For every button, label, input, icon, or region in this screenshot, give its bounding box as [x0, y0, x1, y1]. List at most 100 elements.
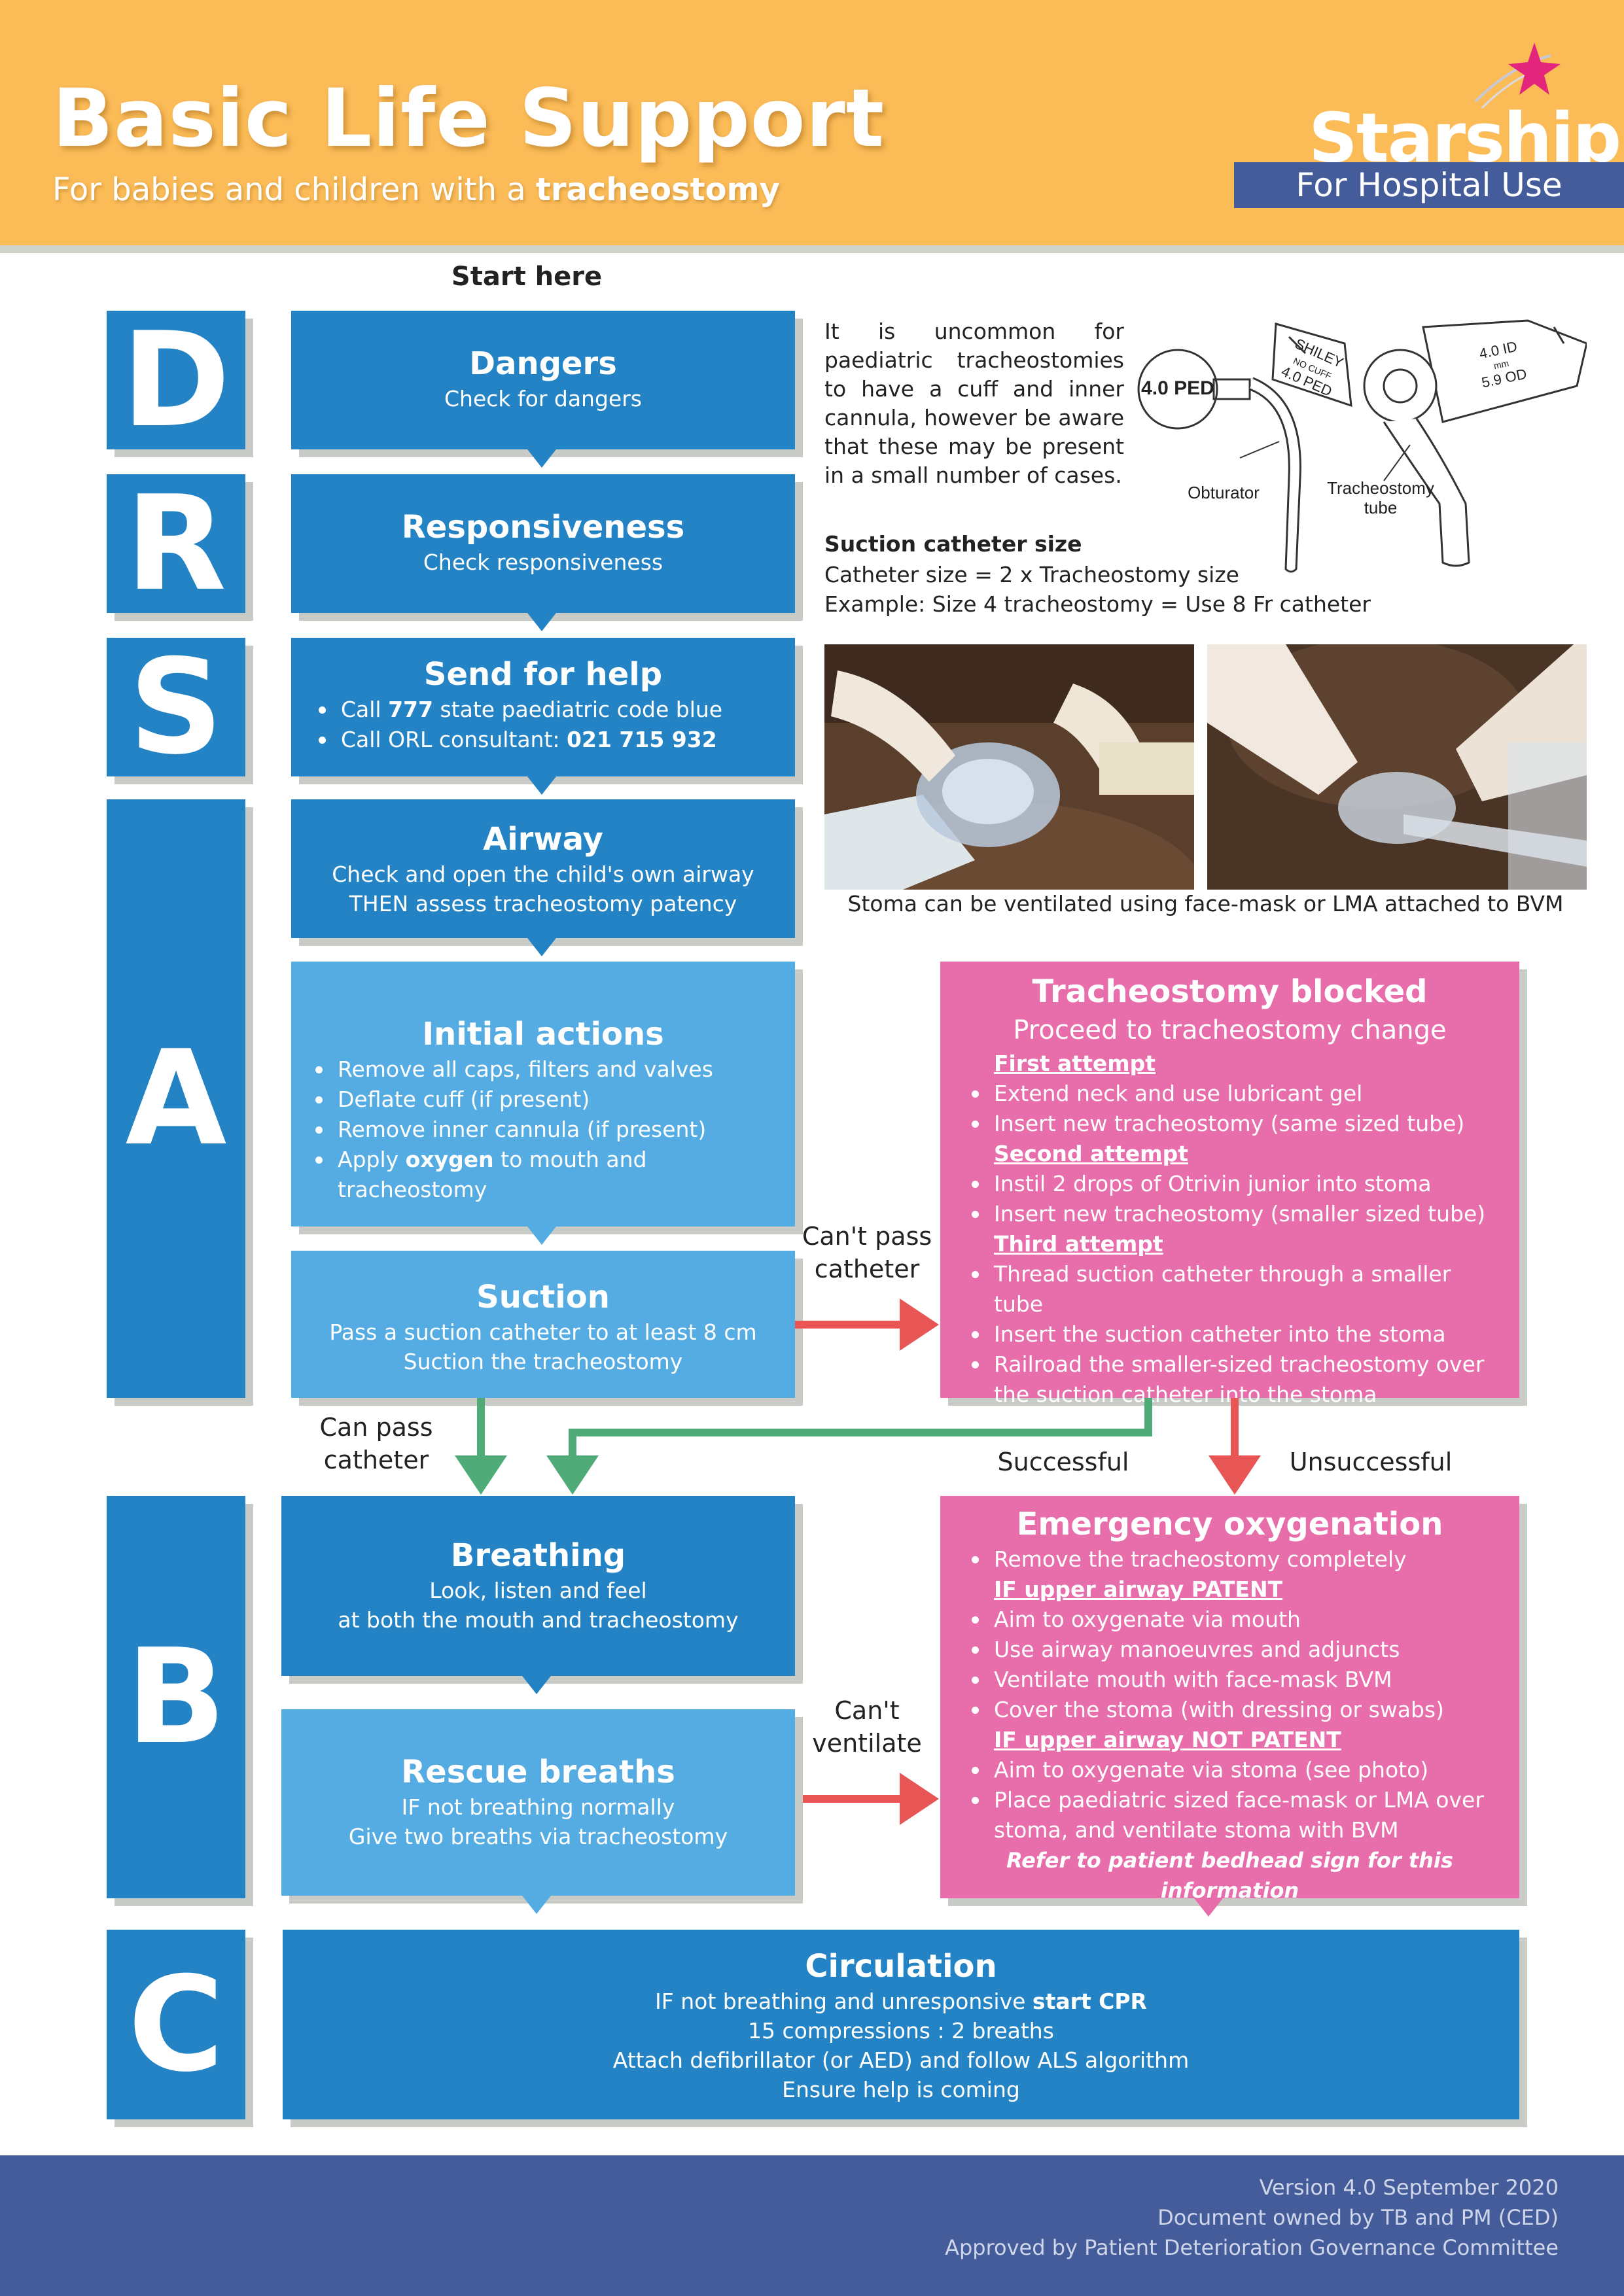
dangers-title: Dangers [469, 345, 617, 382]
footer-version: Version 4.0 September 2020 [1259, 2175, 1559, 2200]
send-help-title: Send for help [423, 656, 663, 693]
successful-arrowhead [546, 1455, 599, 1495]
unsuccessful-label: Unsuccessful [1289, 1448, 1453, 1476]
cant-pass-arrowhead [900, 1298, 939, 1351]
cuff-note: It is uncommon for paediatric tracheosto… [824, 319, 1124, 488]
airway-box: Airway Check and open the child's own ai… [291, 799, 795, 938]
letter-s: S [107, 631, 245, 784]
header-divider [0, 245, 1624, 253]
third-attempt-label: Third attempt [994, 1231, 1163, 1257]
third-attempt-item: Insert the suction catheter into the sto… [964, 1319, 1506, 1349]
circulation-text: IF not breathing and unresponsive start … [655, 1989, 1147, 2014]
emergency-item: Remove the tracheostomy completely [964, 1544, 1506, 1574]
breathing-pointer [522, 1676, 551, 1694]
suction-title: Suction [476, 1279, 610, 1315]
tube-label-line2: tube [1364, 498, 1398, 517]
flange-right [1422, 319, 1587, 423]
circulation-text: Ensure help is coming [782, 2077, 1020, 2102]
suction-text: Pass a suction catheter to at least 8 cm [329, 1319, 757, 1345]
breathing-box: Breathing Look, listen and feel at both … [281, 1496, 795, 1676]
emergency-oxygenation-box: Emergency oxygenation Remove the tracheo… [940, 1496, 1519, 1903]
initial-actions-pointer [527, 1226, 556, 1245]
successful-label: Successful [997, 1448, 1129, 1476]
unsuccessful-arrowhead [1209, 1455, 1261, 1495]
obturator-label: Obturator [1188, 483, 1260, 502]
start-label: Start here [451, 262, 603, 292]
breathing-text: Look, listen and feel [429, 1578, 647, 1603]
rescue-breaths-text: Give two breaths via tracheostomy [348, 1824, 728, 1849]
rescue-breaths-text: IF not breathing normally [401, 1794, 675, 1820]
obturator-cap [1137, 349, 1218, 430]
responsiveness-title: Responsiveness [401, 509, 685, 546]
suction-size-heading: Suction catheter size [824, 531, 1082, 557]
patent-label: IF upper airway PATENT [994, 1576, 1283, 1602]
logo-band: For Hospital Use [1234, 162, 1624, 208]
airway-title: Airway [483, 821, 603, 858]
facemask-photo [824, 644, 1194, 890]
footer-bar [0, 2155, 1624, 2296]
dangers-text: Check for dangers [444, 386, 642, 411]
rescue-breaths-box: Rescue breaths IF not breathing normally… [281, 1709, 795, 1896]
not-patent-item: Place paediatric sized face-mask or LMA … [964, 1785, 1506, 1845]
third-attempt-item: Railroad the smaller-sized tracheostomy … [964, 1349, 1506, 1410]
airway-pointer [527, 938, 556, 956]
initial-actions-box: Initial actions Remove all caps, filters… [291, 962, 795, 1226]
tube-leader [1383, 444, 1411, 481]
tracheostomy-blocked-title: Tracheostomy blocked [1032, 973, 1428, 1010]
lma-photo [1207, 644, 1587, 890]
letter-d: D [107, 304, 245, 457]
circulation-title: Circulation [805, 1948, 997, 1985]
tube-shaft [1383, 418, 1470, 567]
responsiveness-text: Check responsiveness [423, 549, 663, 575]
second-attempt-item: Instil 2 drops of Otrivin junior into st… [964, 1169, 1506, 1199]
obturator-leader [1239, 441, 1280, 459]
footer-approval: Approved by Patient Deterioration Govern… [945, 2235, 1559, 2260]
responsiveness-box: Responsiveness Check responsiveness [291, 474, 795, 613]
initial-actions-item: Deflate cuff (if present) [308, 1085, 795, 1115]
letter-c: C [107, 1930, 245, 2119]
initial-actions-item: Apply oxygen to mouth and tracheostomy [308, 1145, 795, 1205]
tube-opening [1363, 349, 1438, 423]
suction-size-example: Example: Size 4 tracheostomy = Use 8 Fr … [824, 591, 1371, 617]
letter-a: A [107, 799, 245, 1398]
emergency-pointer [1194, 1898, 1223, 1917]
airway-text: Check and open the child's own airway [332, 861, 754, 887]
tracheostomy-diagram: 4.0 PED SHILEY NO CUFF 4.0 PED 4.0 ID mm… [1137, 319, 1587, 573]
rescue-breaths-title: Rescue breaths [401, 1754, 675, 1790]
cant-ventilate-arrowhead [900, 1773, 939, 1825]
obturator-shaft [1249, 377, 1301, 573]
circulation-text: 15 compressions : 2 breaths [748, 2018, 1054, 2044]
breathing-text: at both the mouth and tracheostomy [338, 1607, 739, 1633]
footer-owner: Document owned by TB and PM (CED) [1157, 2205, 1559, 2230]
photo-caption: Stoma can be ventilated using face-mask … [847, 891, 1564, 916]
patent-item: Cover the stoma (with dressing or swabs) [964, 1695, 1506, 1725]
not-patent-label: IF upper airway NOT PATENT [994, 1727, 1341, 1752]
letter-b: B [107, 1496, 245, 1898]
can-pass-arrowhead [455, 1455, 507, 1495]
first-attempt-item: Insert new tracheostomy (same sized tube… [964, 1109, 1506, 1139]
suction-text: Suction the tracheostomy [403, 1349, 683, 1374]
page-subtitle: For babies and children with a tracheost… [52, 171, 780, 208]
patent-item: Ventilate mouth with face-mask BVM [964, 1665, 1506, 1695]
tracheostomy-blocked-box: Tracheostomy blocked Proceed to tracheos… [940, 962, 1519, 1407]
responsiveness-pointer [527, 613, 556, 631]
tracheostomy-blocked-subtitle: Proceed to tracheostomy change [1013, 1015, 1447, 1045]
first-attempt-item: Extend neck and use lubricant gel [964, 1079, 1506, 1109]
second-attempt-item: Insert new tracheostomy (smaller sized t… [964, 1199, 1506, 1229]
dangers-box: Dangers Check for dangers [291, 311, 795, 449]
flange-left [1271, 322, 1352, 408]
emergency-oxygenation-title: Emergency oxygenation [1016, 1506, 1443, 1542]
dangers-pointer [527, 449, 556, 468]
ped-label: 4.0 PED [1141, 377, 1214, 399]
tube-label-line1: Tracheostomy [1327, 478, 1434, 498]
initial-actions-item: Remove inner cannula (if present) [308, 1115, 795, 1145]
circulation-box: Circulation IF not breathing and unrespo… [283, 1930, 1519, 2119]
suction-box: Suction Pass a suction catheter to at le… [291, 1251, 795, 1398]
suction-size-line: Catheter size = 2 x Tracheostomy size [824, 562, 1239, 587]
tube-lumen [1383, 368, 1418, 404]
circulation-text: Attach defibrillator (or AED) and follow… [612, 2047, 1190, 2073]
letter-r: R [107, 468, 245, 620]
send-help-item: Call 777 state paediatric code blue [311, 695, 795, 725]
